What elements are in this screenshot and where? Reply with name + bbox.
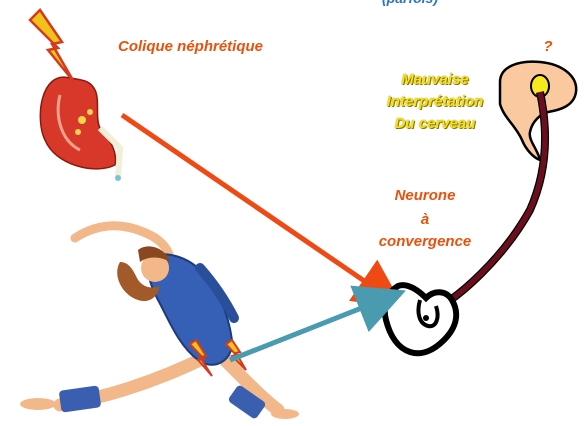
neuron-label-line-3: convergence xyxy=(350,232,500,251)
somatic-afferent-arrow xyxy=(230,296,392,360)
stretching-woman-icon xyxy=(20,226,299,420)
brain-label-line-2: Interprétation xyxy=(350,92,520,111)
neuron-label-line-1: Neurone xyxy=(370,186,480,205)
question-mark: ? xyxy=(538,37,558,56)
kidney-icon xyxy=(40,77,121,181)
spinal-cord-icon xyxy=(385,285,456,353)
brain-label-line-1: Mauvaise xyxy=(360,70,510,89)
brain-label-line-3: Du cerveau xyxy=(360,114,510,133)
kidney-label: Colique néphrétique xyxy=(118,37,338,56)
lightning-bolt-icon xyxy=(30,10,74,82)
neuron-label-line-2: à xyxy=(370,210,480,229)
